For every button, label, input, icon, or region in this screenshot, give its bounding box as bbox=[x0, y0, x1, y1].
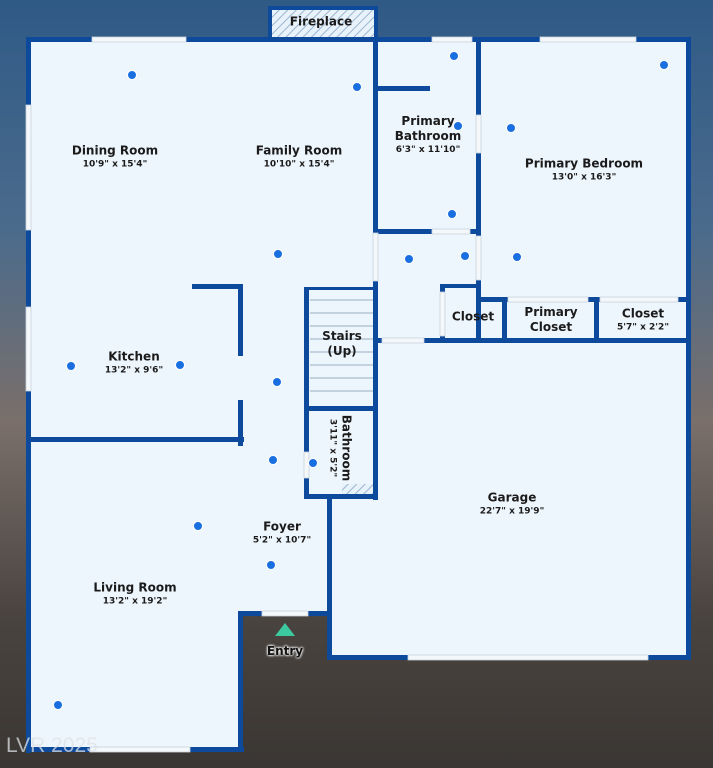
room-dimensions: 10'9" x 15'4" bbox=[82, 159, 148, 170]
room-label-fireplace: Fireplace bbox=[289, 14, 353, 29]
floor-areas bbox=[28, 40, 689, 750]
room-name: Primary Bedroom bbox=[524, 156, 644, 171]
fireplace-hearth bbox=[270, 8, 376, 40]
photo-markers bbox=[53, 51, 669, 710]
room-dimensions: 5'7" x 2'2" bbox=[616, 322, 670, 333]
floor-foyer bbox=[242, 440, 330, 614]
room-dimensions: 3'11" x 5'2" bbox=[327, 418, 338, 478]
room-name: Garage bbox=[487, 490, 537, 505]
room-name: Kitchen bbox=[108, 349, 160, 364]
room-bathroom: Bathroom 3'11" x 5'2" bbox=[327, 415, 354, 481]
room-name: Primary Bathroom bbox=[394, 114, 462, 143]
room-kitchen: Kitchen 13'2" x 9'6" bbox=[105, 350, 163, 377]
room-stairs: Stairs (Up) bbox=[322, 329, 362, 358]
room-primary-closet: Primary Closet bbox=[524, 305, 578, 334]
room-closet: Closet bbox=[451, 309, 495, 324]
room-primary-bedroom: Primary Bedroom 13'0" x 16'3" bbox=[525, 157, 643, 184]
room-dimensions: 13'2" x 19'2" bbox=[102, 596, 168, 607]
room-foyer: Foyer 5'2" x 10'7" bbox=[253, 520, 311, 547]
floor-main bbox=[28, 40, 376, 440]
floor-living bbox=[28, 440, 242, 750]
room-closet-2: Closet 5'7" x 2'2" bbox=[617, 307, 669, 334]
entry-label: Entry bbox=[266, 644, 304, 658]
windows-doors bbox=[25, 36, 679, 753]
room-name: Dining Room bbox=[71, 143, 159, 158]
room-dimensions: 10'10" x 15'4" bbox=[263, 159, 335, 170]
room-garage: Garage 22'7" x 19'9" bbox=[480, 491, 545, 518]
room-name: Bathroom bbox=[339, 414, 354, 482]
room-name: Closet bbox=[621, 306, 665, 321]
room-dimensions: 13'0" x 16'3" bbox=[551, 172, 617, 183]
room-dimensions: 13'2" x 9'6" bbox=[104, 365, 164, 376]
stairs-treads bbox=[310, 299, 374, 392]
room-dimensions: 5'2" x 10'7" bbox=[252, 535, 312, 546]
room-name: Foyer bbox=[263, 519, 301, 534]
room-dining-room: Dining Room 10'9" x 15'4" bbox=[72, 144, 158, 171]
floor-garage bbox=[330, 342, 689, 658]
room-primary-bathroom: Primary Bathroom 6'3" x 11'10" bbox=[388, 114, 468, 156]
room-dimensions: 6'3" x 11'10" bbox=[395, 145, 461, 155]
room-name: Family Room bbox=[255, 143, 343, 158]
watermark: LVR 2025 bbox=[6, 734, 98, 757]
entry-arrow-icon bbox=[275, 623, 295, 636]
room-dimensions: 22'7" x 19'9" bbox=[479, 506, 545, 517]
room-name: Living Room bbox=[93, 580, 177, 595]
room-living-room: Living Room 13'2" x 19'2" bbox=[93, 581, 176, 608]
room-family-room: Family Room 10'10" x 15'4" bbox=[256, 144, 343, 171]
bathroom-fixture bbox=[342, 484, 374, 494]
